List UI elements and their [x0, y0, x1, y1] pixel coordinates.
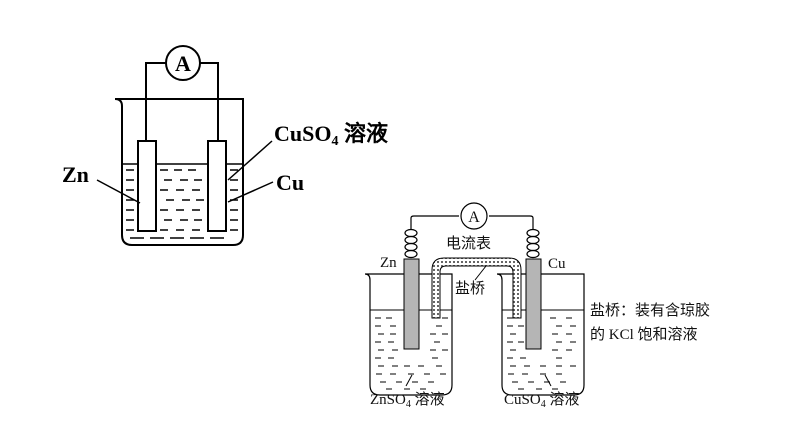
leader-line	[405, 374, 413, 387]
wire	[145, 62, 219, 141]
label-cu: Cu	[548, 256, 566, 272]
suffix: 溶液	[411, 391, 445, 408]
salt-bridge-cell: A 电流表	[364, 202, 710, 410]
suffix: 溶液	[546, 391, 580, 408]
beaker	[114, 98, 244, 246]
label-salt-bridge: 盐桥	[455, 280, 485, 297]
ammeter-icon: A	[165, 45, 201, 81]
label-cu: Cu	[276, 170, 304, 195]
label-cuso4-solution: CuSO4 溶液	[274, 121, 388, 149]
label-ammeter: 电流表	[446, 235, 491, 252]
wire	[410, 215, 534, 230]
beaker-left	[364, 273, 453, 396]
beaker-right	[496, 273, 585, 396]
note-line-1: 盐桥：装有含琼胶	[590, 302, 710, 319]
copper-electrode	[207, 140, 227, 232]
coil-left	[404, 228, 418, 259]
zinc-electrode	[137, 140, 157, 232]
copper-electrode	[525, 258, 542, 350]
leader-line	[227, 140, 273, 181]
label-znso4-solution: ZnSO4 溶液	[370, 391, 445, 410]
label-zn: Zn	[380, 255, 397, 271]
ammeter-symbol: A	[175, 51, 191, 76]
note-line-2: 的 KCl 饱和溶液	[590, 326, 698, 343]
leader-line	[544, 374, 552, 387]
formula: CuSO	[504, 392, 541, 408]
ammeter-icon: A	[460, 202, 488, 230]
solution-dashes-left	[375, 317, 448, 390]
subscript: 4	[406, 399, 411, 410]
zinc-electrode	[403, 258, 420, 350]
salt-bridge	[431, 257, 522, 319]
solution-dashes-right	[507, 317, 576, 390]
formula: ZnSO	[370, 392, 406, 408]
label-zn: Zn	[62, 162, 89, 187]
ammeter-symbol: A	[468, 209, 480, 226]
label-cuso4-solution: CuSO4 溶液	[504, 391, 579, 410]
subscript: 4	[541, 399, 546, 410]
leader-line	[227, 181, 274, 203]
coil-right	[526, 228, 540, 259]
formula: CuSO	[274, 121, 331, 146]
leader-line	[474, 265, 487, 281]
simple-galvanic-cell: A Zn Cu CuSO4 溶液	[62, 45, 388, 246]
suffix: 溶液	[338, 121, 388, 146]
solution-dashes	[126, 169, 238, 239]
leader-line	[96, 179, 141, 204]
subscript: 4	[331, 134, 338, 149]
